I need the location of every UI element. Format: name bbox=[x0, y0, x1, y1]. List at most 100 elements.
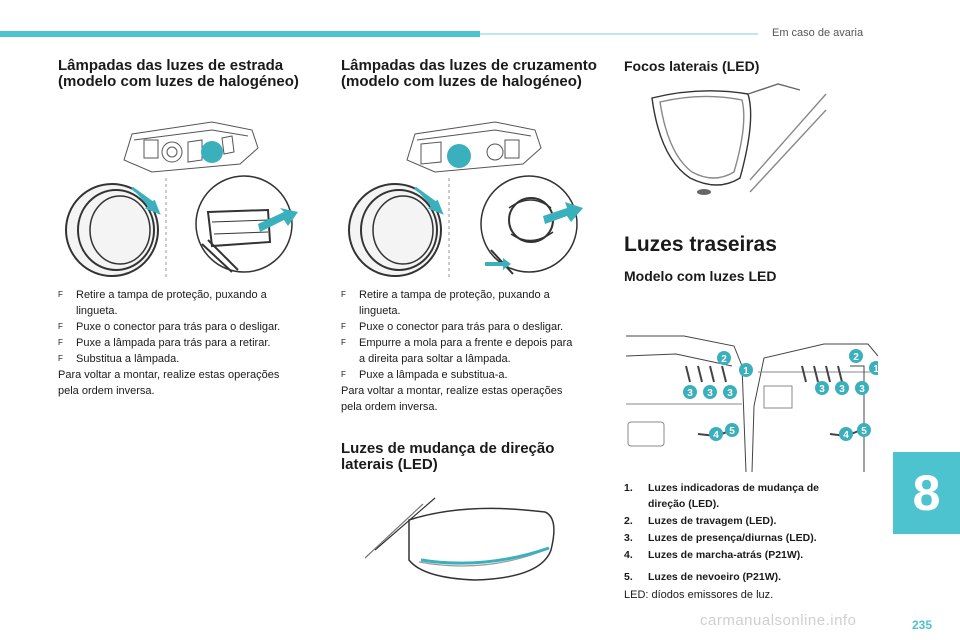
step-marker: F bbox=[341, 338, 346, 347]
callout-badge: 5 bbox=[725, 423, 739, 437]
step-item: F Retire a tampa de proteção, puxando a li… bbox=[341, 287, 611, 319]
side-indicator-illustration bbox=[364, 497, 555, 581]
watermark: carmanualsonline.info bbox=[700, 612, 857, 629]
pull-arrow-icon bbox=[414, 186, 444, 215]
high-beam-illustration bbox=[65, 121, 298, 280]
legend-item: 2. Luzes de travagem (LED). bbox=[624, 513, 874, 529]
step-marker: F bbox=[341, 370, 346, 379]
step-text: lingueta. bbox=[359, 305, 401, 317]
side-light-lamp bbox=[697, 189, 711, 195]
legend-number: 3. bbox=[624, 532, 633, 544]
mirror-icon bbox=[364, 497, 555, 581]
low-beam-note: Para voltar a montar, realize estas oper… bbox=[341, 383, 611, 415]
lamp-highlight bbox=[447, 144, 471, 168]
high-beam-title: Lâmpadas das luzes de estrada (modelo co… bbox=[58, 58, 328, 90]
legend-number: 5. bbox=[624, 571, 633, 583]
tail-light-icon bbox=[625, 335, 878, 472]
svg-text:3: 3 bbox=[839, 384, 845, 395]
side-light-illustration bbox=[651, 83, 827, 195]
svg-text:3: 3 bbox=[727, 388, 733, 399]
callouts: 2 1 3 3 3 4 5 2 1 3 3 3 4 5 bbox=[683, 349, 878, 441]
connector-arrow-icon bbox=[258, 208, 298, 232]
step-marker: F bbox=[341, 290, 346, 299]
note-line: pela ordem inversa. bbox=[341, 401, 438, 413]
callout-badge: 1 bbox=[739, 363, 753, 377]
spring-detail bbox=[480, 175, 578, 275]
low-beam-title: Lâmpadas das luzes de cruzamento (modelo… bbox=[341, 58, 611, 90]
title-line: (modelo com luzes de halogéneo) bbox=[58, 73, 299, 90]
callout-badge: 3 bbox=[835, 381, 849, 395]
callout-badge: 3 bbox=[723, 385, 737, 399]
title-line: Luzes de mudança de direção bbox=[341, 440, 555, 457]
note-line: Para voltar a montar, realize estas oper… bbox=[58, 369, 280, 381]
side-lights-title: Focos laterais (LED) bbox=[624, 58, 760, 74]
step-text: Retire a tampa de proteção, puxando a bbox=[76, 289, 267, 301]
svg-text:4: 4 bbox=[843, 430, 849, 441]
callout-badge: 3 bbox=[855, 381, 869, 395]
callout-badge: 2 bbox=[849, 349, 863, 363]
svg-text:2: 2 bbox=[853, 352, 859, 363]
callout-badge: 5 bbox=[857, 423, 871, 437]
low-beam-illustration bbox=[348, 121, 583, 280]
step-text: Substitua a lâmpada. bbox=[76, 353, 180, 365]
step-text: Puxe a lâmpada para trás para a retirar. bbox=[76, 337, 271, 349]
callout-badge: 4 bbox=[839, 427, 853, 441]
legend-item: 4. Luzes de marcha-atrás (P21W). bbox=[624, 547, 874, 563]
note-line: Para voltar a montar, realize estas oper… bbox=[341, 385, 563, 397]
step-text: Puxe o conector para trás para o desliga… bbox=[359, 321, 564, 333]
step-text: Puxe a lâmpada e substitua-a. bbox=[359, 369, 508, 381]
legend-number: 4. bbox=[624, 549, 633, 561]
rear-lights-title: Luzes traseiras bbox=[624, 233, 777, 256]
step-text: Puxe o conector para trás para o desliga… bbox=[76, 321, 281, 333]
step-marker: F bbox=[58, 290, 63, 299]
step-text: a direita para soltar a lâmpada. bbox=[359, 353, 511, 365]
step-item: F Puxe o conector para trás para o deslig… bbox=[58, 319, 323, 335]
legend-item: 5. Luzes de nevoeiro (P21W). bbox=[624, 569, 874, 585]
title-line: Lâmpadas das luzes de cruzamento bbox=[341, 57, 597, 74]
step-item: F Puxe o conector para trás para o deslig… bbox=[341, 319, 611, 335]
legend-text: Luzes de travagem (LED). bbox=[648, 515, 777, 527]
section-label: Em caso de avaria bbox=[772, 27, 864, 39]
svg-text:2: 2 bbox=[721, 354, 727, 365]
pull-arrow-icon bbox=[131, 186, 161, 215]
lamp-highlight bbox=[201, 141, 223, 163]
svg-text:3: 3 bbox=[707, 388, 713, 399]
rear-lights-illustration: 2 1 3 3 3 4 5 2 1 3 3 3 4 5 bbox=[625, 335, 878, 472]
cover-icon bbox=[65, 183, 159, 277]
svg-text:1: 1 bbox=[873, 364, 878, 375]
callout-badge: 3 bbox=[683, 385, 697, 399]
callout-badge: 3 bbox=[703, 385, 717, 399]
svg-text:1: 1 bbox=[743, 366, 749, 377]
svg-text:3: 3 bbox=[859, 384, 865, 395]
note-line: pela ordem inversa. bbox=[58, 385, 155, 397]
svg-text:5: 5 bbox=[861, 426, 867, 437]
step-text: Empurre a mola para a frente e depois pa… bbox=[359, 337, 573, 349]
low-beam-steps: F Retire a tampa de proteção, puxando a li… bbox=[341, 287, 611, 383]
step-marker: F bbox=[58, 354, 63, 363]
legend-number: 1. bbox=[624, 482, 633, 494]
header-accent-bar bbox=[0, 31, 480, 37]
cover-icon bbox=[348, 183, 442, 277]
callout-badge: 4 bbox=[709, 427, 723, 441]
step-marker: F bbox=[58, 338, 63, 347]
callout-badge: 3 bbox=[815, 381, 829, 395]
step-item: F Puxe a lâmpada e substitua-a. bbox=[341, 367, 611, 383]
legend-text: Luzes indicadoras de mudança de bbox=[648, 482, 819, 494]
title-line: Lâmpadas das luzes de estrada bbox=[58, 57, 284, 74]
step-text: Retire a tampa de proteção, puxando a bbox=[359, 289, 550, 301]
connector-detail bbox=[195, 175, 293, 273]
svg-text:4: 4 bbox=[713, 430, 719, 441]
step-marker: F bbox=[341, 322, 346, 331]
title-line: (modelo com luzes de halogéneo) bbox=[341, 73, 582, 90]
legend-text: Luzes de nevoeiro (P21W). bbox=[648, 571, 782, 583]
step-marker: F bbox=[58, 322, 63, 331]
chapter-tab: 8 bbox=[893, 452, 960, 534]
release-arrow-icon bbox=[485, 258, 511, 270]
svg-text:3: 3 bbox=[687, 388, 693, 399]
legend-number: 2. bbox=[624, 515, 633, 527]
legend-text: Luzes de marcha-atrás (P21W). bbox=[648, 549, 804, 561]
high-beam-note: Para voltar a montar, realize estas oper… bbox=[58, 367, 328, 399]
